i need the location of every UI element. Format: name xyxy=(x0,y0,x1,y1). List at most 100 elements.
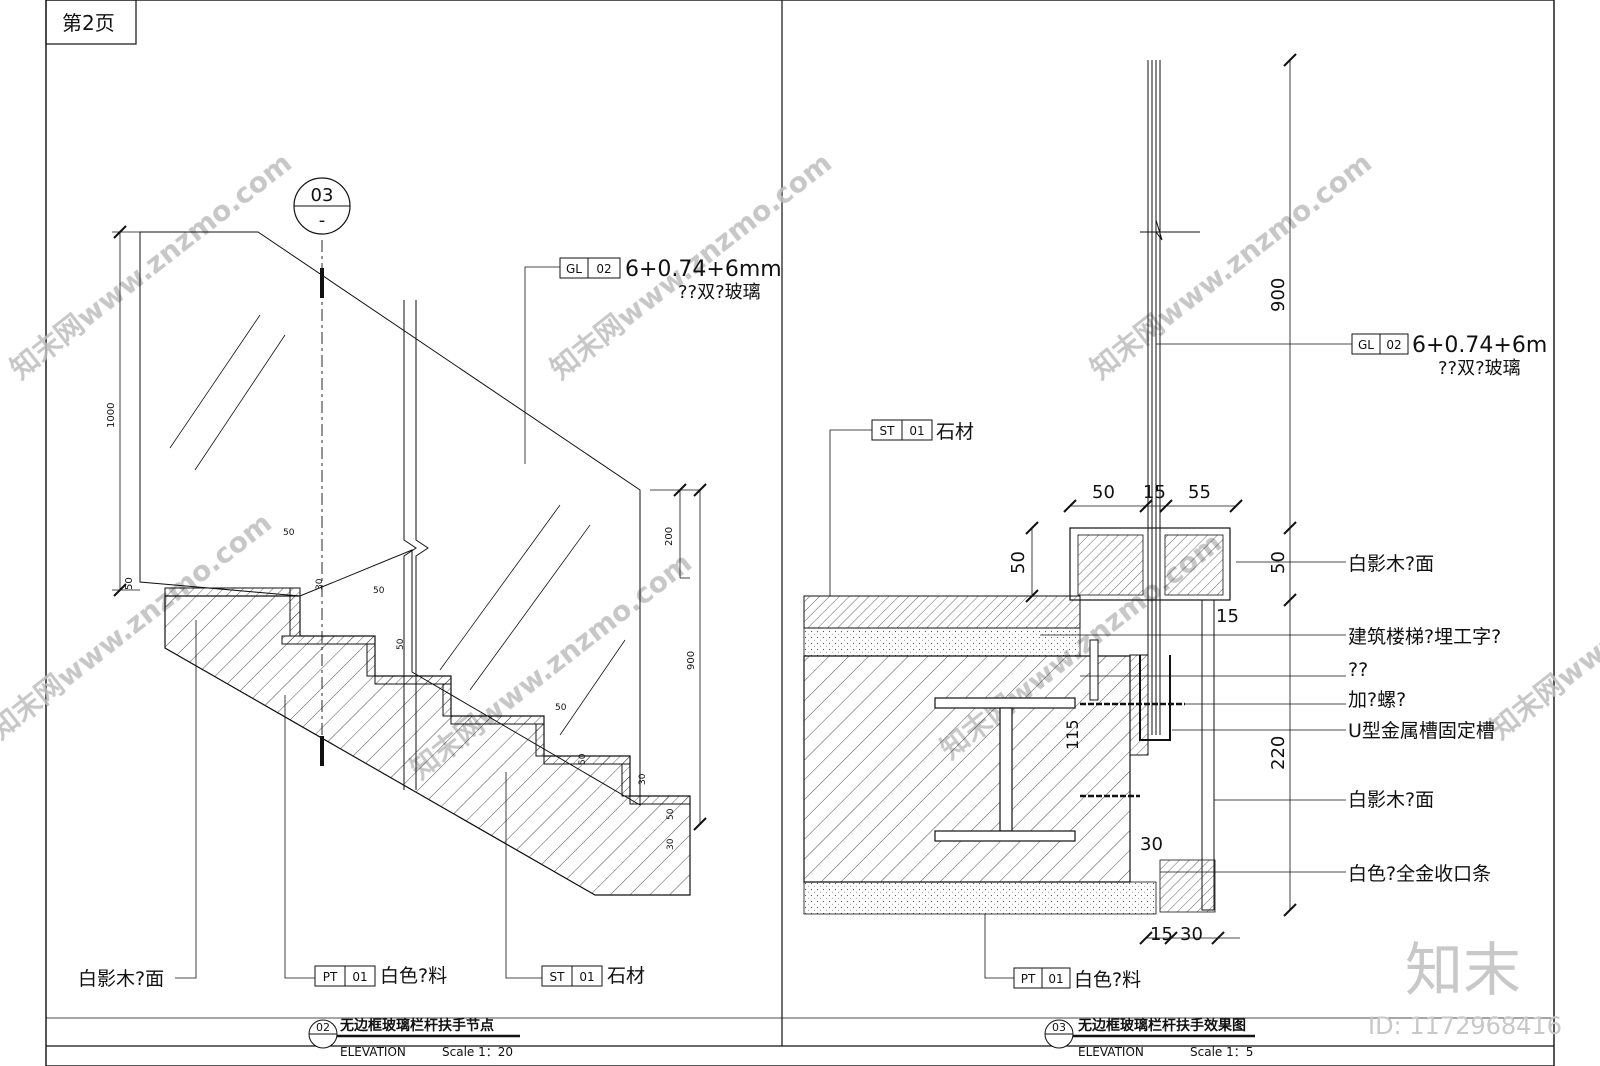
svg-text:01: 01 xyxy=(579,970,594,984)
svg-text:01: 01 xyxy=(1048,972,1063,986)
glass-spec: 6+0.74+6mm xyxy=(625,257,782,282)
svg-text:ST: ST xyxy=(880,424,896,438)
svg-text:30: 30 xyxy=(638,773,648,785)
svg-text:900: 900 xyxy=(1268,278,1289,312)
svg-text:50: 50 xyxy=(124,577,135,590)
page-label: 第2页 xyxy=(62,11,115,35)
glass-vertical xyxy=(1140,60,1200,735)
svg-text:200: 200 xyxy=(664,527,675,546)
svg-text:白色?全金收口条: 白色?全金收口条 xyxy=(1348,863,1491,885)
marker-sub: - xyxy=(319,210,326,231)
svg-text:900: 900 xyxy=(686,651,697,670)
right-dimensions: 50 15 55 50 50 900 15 115 220 30 15 30 xyxy=(1008,278,1289,945)
title-left: 无边框玻璃栏杆扶手节点 xyxy=(339,1017,494,1034)
svg-text:03: 03 xyxy=(1052,1021,1066,1034)
leader-r-st xyxy=(829,429,872,596)
svg-text:ELEVATION: ELEVATION xyxy=(1078,1045,1144,1059)
svg-text:50: 50 xyxy=(283,528,295,538)
svg-text:50: 50 xyxy=(578,753,588,765)
svg-text:50: 50 xyxy=(666,808,676,820)
leader-r-pt xyxy=(984,914,1014,979)
marker-number: 03 xyxy=(311,185,334,206)
svg-text:50: 50 xyxy=(1008,551,1029,574)
svg-text:220: 220 xyxy=(1268,736,1289,770)
svg-text:加?螺?: 加?螺? xyxy=(1348,689,1406,711)
svg-text:Scale 1：5: Scale 1：5 xyxy=(1190,1045,1253,1059)
svg-text:??: ?? xyxy=(1348,659,1368,681)
glass-reflections xyxy=(169,314,626,736)
svg-text:30: 30 xyxy=(666,838,676,850)
glass-panel xyxy=(139,231,641,806)
label-st: 石材 xyxy=(607,965,645,987)
watermark-text: 知末网www.znzmo.com xyxy=(1084,146,1378,386)
svg-text:GL: GL xyxy=(1358,338,1374,352)
paint-tag-right: PT 01 白色?料 xyxy=(1013,967,1141,991)
svg-text:ELEVATION: ELEVATION xyxy=(340,1045,406,1059)
brand-id: ID: 1172968416 xyxy=(1368,1012,1562,1040)
leader-st xyxy=(505,772,542,979)
concrete-body xyxy=(803,655,1131,883)
svg-text:15: 15 xyxy=(1143,482,1166,503)
svg-text:ST: ST xyxy=(550,970,566,984)
stone-tag-right: ST 01 石材 xyxy=(871,419,974,443)
brand: 知末 ID: 1172968416 xyxy=(1368,936,1562,1040)
watermark-text: 知末网www.znzmo.com xyxy=(4,146,298,386)
svg-text:02: 02 xyxy=(316,1021,330,1034)
left-dimensions: 1000 50 200 900 50 50 50 50 50 50 30 30 … xyxy=(106,403,697,850)
svg-text:15: 15 xyxy=(1150,924,1173,945)
svg-text:02: 02 xyxy=(1386,338,1401,352)
svg-text:01: 01 xyxy=(909,424,924,438)
leader-glass xyxy=(524,266,560,464)
svg-text:白色?料: 白色?料 xyxy=(1074,969,1141,991)
left-title-block: 02 无边框玻璃栏杆扶手节点 ELEVATION Scale 1：20 xyxy=(308,1017,520,1059)
svg-text:Scale 1：20: Scale 1：20 xyxy=(442,1045,513,1059)
svg-text:1000: 1000 xyxy=(106,403,117,428)
svg-text:白影木?面: 白影木?面 xyxy=(1348,789,1434,811)
stone-layer xyxy=(803,595,1081,629)
right-detail-drawing xyxy=(803,53,1352,979)
glass-desc: ??双?玻璃 xyxy=(678,282,761,303)
svg-text:01: 01 xyxy=(352,970,367,984)
svg-text:建筑楼梯?埋工字?: 建筑楼梯?埋工字? xyxy=(1348,626,1501,648)
section-marker: 03 - xyxy=(293,177,351,235)
svg-text:02: 02 xyxy=(596,262,611,276)
i-beam xyxy=(934,697,1076,842)
title-right: 无边框玻璃栏杆扶手效果图 xyxy=(1077,1017,1246,1034)
svg-text:30: 30 xyxy=(1180,924,1203,945)
svg-text:PT: PT xyxy=(1021,972,1036,986)
stair-concrete xyxy=(164,595,691,896)
right-callouts: 白影木?面 建筑楼梯?埋工字? ?? 加?螺? U型金属槽固定槽 白影木?面 白… xyxy=(1348,553,1501,885)
svg-text:50: 50 xyxy=(1268,551,1289,574)
svg-text:50: 50 xyxy=(373,586,385,596)
svg-text:石材: 石材 xyxy=(936,421,974,443)
svg-text:50: 50 xyxy=(396,638,406,650)
brand-logo: 知末 xyxy=(1405,936,1521,1004)
glass-tag-right: GL 02 6+0.74+6m ??双?玻璃 xyxy=(1351,333,1547,379)
right-title-block: 03 无边框玻璃栏杆扶手效果图 ELEVATION Scale 1：5 xyxy=(1044,1017,1255,1059)
svg-text:50: 50 xyxy=(555,703,567,713)
svg-text:30: 30 xyxy=(315,578,325,590)
svg-text:15: 15 xyxy=(1216,606,1239,627)
svg-text:U型金属槽固定槽: U型金属槽固定槽 xyxy=(1348,720,1495,742)
break-line xyxy=(403,300,417,790)
label-pt: 白色?料 xyxy=(380,965,447,987)
svg-text:115: 115 xyxy=(1063,719,1082,750)
glass-tag-left: GL 02 6+0.74+6mm ??双?玻璃 xyxy=(559,257,782,303)
svg-text:GL: GL xyxy=(566,262,582,276)
left-labels: 白影木?面 PT 01 白色?料 ST 01 石材 xyxy=(78,965,645,990)
svg-text:30: 30 xyxy=(1140,834,1163,855)
svg-text:6+0.74+6m: 6+0.74+6m xyxy=(1412,333,1547,358)
svg-text:??双?玻璃: ??双?玻璃 xyxy=(1438,358,1521,379)
watermark-text: 知末网www.znzmo.com xyxy=(1484,506,1600,746)
label-wood: 白影木?面 xyxy=(78,968,164,990)
left-stair-drawing xyxy=(112,225,707,979)
svg-text:PT: PT xyxy=(323,970,338,984)
svg-text:50: 50 xyxy=(1092,482,1115,503)
leader-pt xyxy=(284,695,315,979)
svg-text:55: 55 xyxy=(1188,482,1211,503)
sheet-frame xyxy=(45,0,1555,1066)
stair-treads xyxy=(164,587,691,805)
u-channel xyxy=(1139,655,1171,741)
svg-text:白影木?面: 白影木?面 xyxy=(1348,553,1434,575)
